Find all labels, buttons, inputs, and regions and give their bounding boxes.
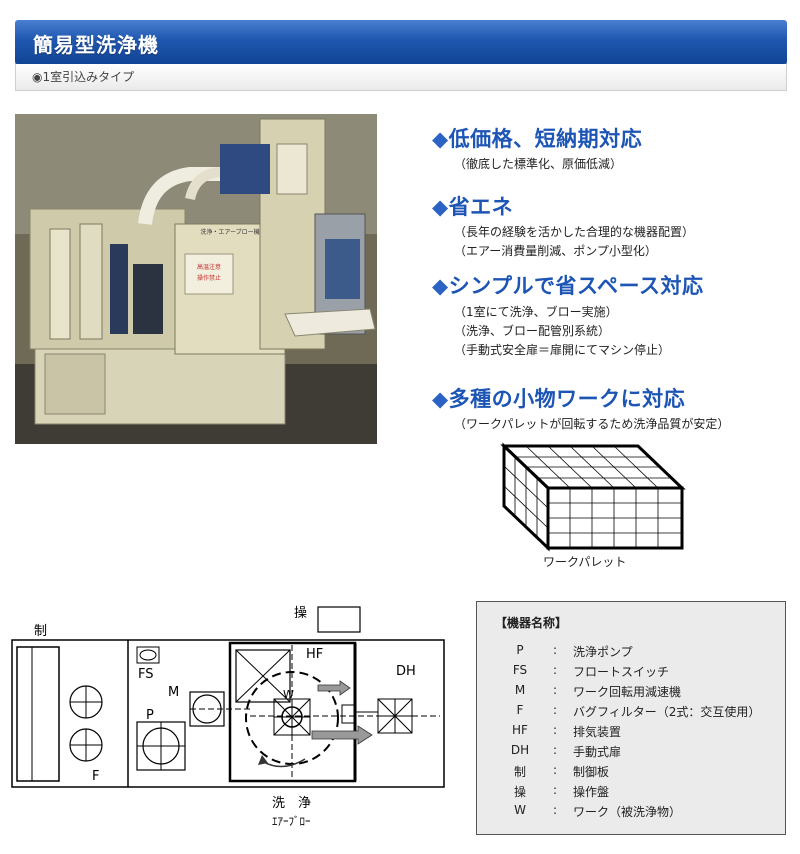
legend-colon: : — [553, 803, 558, 817]
legend-desc: 排気装置 — [573, 725, 622, 739]
legend-colon: : — [553, 783, 558, 797]
label-w: W — [283, 688, 294, 701]
legend-row: P: 洗浄ポンプ — [477, 643, 785, 663]
feature-2-title-text: 省エネ — [448, 195, 514, 219]
legend-code: 制 — [513, 765, 526, 779]
legend-desc: 操作盤 — [573, 785, 610, 799]
work-pallet-label: ワークパレット — [543, 555, 627, 569]
page-subtitle: ◉1室引込みタイプ — [32, 70, 135, 84]
panel-label: 洗浄・エアーブロー機 — [200, 228, 259, 236]
warning-line2: 操作禁止 — [197, 274, 221, 282]
feature-1-line-1: （徹底した標準化、原価低減） — [454, 157, 623, 171]
work-pallet-icon — [500, 442, 686, 552]
legend-desc: 制御板 — [573, 765, 610, 779]
equipment-legend: 【機器名称】 P: 洗浄ポンプ FS: フロートスイッチ M: ワーク回転用減速機 F… — [476, 601, 786, 835]
legend-code: W — [514, 803, 526, 817]
legend-row: W: ワーク（被洗浄物） — [477, 803, 785, 823]
label-f: F — [92, 769, 99, 784]
legend-row: FS: フロートスイッチ — [477, 663, 785, 683]
legend-colon: : — [553, 663, 558, 677]
legend-row: DH: 手動式扉 — [477, 743, 785, 763]
machine-illustration: 高温注意 操作禁止 洗浄・エアーブロー機 — [15, 114, 377, 444]
legend-colon: : — [553, 703, 558, 717]
layout-diagram: 制 操 FS M P F HF DH W 洗 浄 ｴｱｰﾌﾞﾛｰ — [0, 595, 470, 850]
feature-1-title: ◆低価格、短納期対応 — [432, 123, 642, 153]
feature-3-line-3: （手動式安全扉＝扉開にてマシン停止） — [454, 343, 671, 357]
warning-line1: 高温注意 — [197, 263, 221, 271]
diamond-bullet-icon: ◆ — [432, 195, 449, 219]
legend-row: M: ワーク回転用減速機 — [477, 683, 785, 703]
legend-desc: 洗浄ポンプ — [573, 645, 633, 659]
diamond-bullet-icon: ◆ — [432, 274, 449, 298]
feature-2-line-2: （エアー消費量削減、ポンプ小型化） — [454, 244, 657, 258]
feature-3-line-2: （洗浄、ブロー配管別系統） — [454, 324, 611, 338]
work-pallet-figure — [498, 442, 690, 572]
feature-2-title: ◆省エネ — [432, 191, 513, 221]
label-control-panel: 制 — [34, 624, 47, 639]
feature-2-line-1: （長年の経験を活かした合理的な機器配置） — [454, 225, 695, 239]
legend-row: 操: 操作盤 — [477, 783, 785, 803]
diamond-bullet-icon: ◆ — [432, 127, 449, 151]
caption-wash: 洗 浄 — [272, 796, 311, 811]
label-p: P — [146, 708, 154, 723]
diamond-bullet-icon: ◆ — [432, 387, 449, 411]
legend-code: 操 — [513, 785, 526, 799]
feature-1-title-text: 低価格、短納期対応 — [448, 127, 643, 151]
legend-desc: 手動式扉 — [573, 745, 622, 759]
label-hf: HF — [306, 647, 323, 662]
machine-photo: 高温注意 操作禁止 洗浄・エアーブロー機 — [15, 114, 377, 444]
legend-desc: ワーク回転用減速機 — [573, 685, 682, 699]
legend-code: FS — [512, 663, 528, 677]
legend-desc: フロートスイッチ — [573, 665, 670, 679]
caption-air-blow: ｴｱｰﾌﾞﾛｰ — [272, 815, 311, 828]
legend-code: M — [514, 683, 526, 697]
subtitle-bar: ◉1室引込みタイプ — [15, 64, 787, 91]
legend-heading: 【機器名称】 — [495, 616, 568, 630]
legend-row: 制: 制御板 — [477, 763, 785, 783]
legend-code: F — [516, 703, 524, 717]
legend-colon: : — [553, 743, 558, 757]
legend-row: F: バグフィルター（2式：交互使用） — [477, 703, 785, 723]
legend-colon: : — [553, 723, 558, 737]
feature-4-title: ◆多種の小物ワークに対応 — [432, 383, 685, 413]
legend-code: DH — [510, 743, 530, 757]
feature-4-line-1: （ワークパレットが回転するため洗浄品質が安定） — [454, 417, 730, 431]
legend-colon: : — [553, 683, 558, 697]
legend-desc: バグフィルター（2式：交互使用） — [573, 705, 761, 719]
feature-3-title-text: シンプルで省スペース対応 — [448, 274, 704, 298]
legend-row: HF: 排気装置 — [477, 723, 785, 743]
label-dh: DH — [396, 664, 416, 679]
label-operation-panel: 操 — [294, 605, 307, 621]
label-fs: FS — [138, 667, 154, 682]
legend-code: P — [516, 643, 524, 657]
label-m: M — [168, 685, 179, 700]
legend-desc: ワーク（被洗浄物） — [573, 805, 682, 819]
feature-4-title-text: 多種の小物ワークに対応 — [448, 387, 686, 411]
legend-code: HF — [512, 723, 528, 737]
title-bar: 簡易型洗浄機 — [15, 20, 787, 64]
feature-3-title: ◆シンプルで省スペース対応 — [432, 270, 704, 300]
page-title: 簡易型洗浄機 — [33, 33, 159, 57]
legend-colon: : — [553, 763, 558, 777]
feature-3-line-1: （1室にて洗浄、ブロー実施） — [454, 305, 618, 319]
legend-colon: : — [553, 643, 558, 657]
layout-diagram-svg: 制 操 FS M P F HF DH W 洗 浄 ｴｱｰﾌﾞﾛｰ — [11, 605, 445, 828]
